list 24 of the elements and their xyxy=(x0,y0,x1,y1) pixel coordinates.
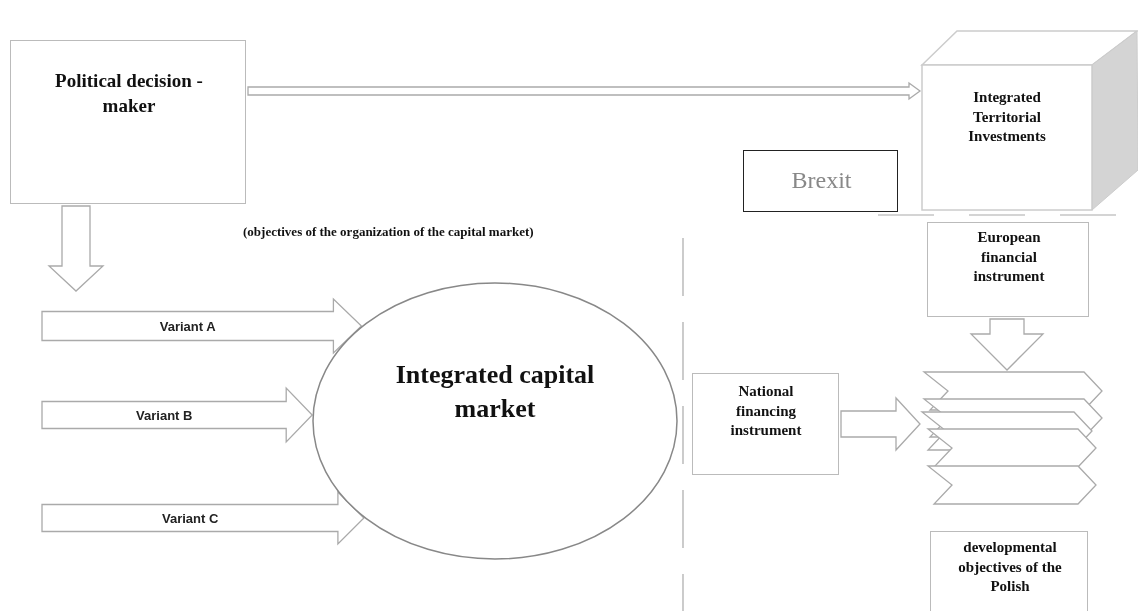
block-arrow xyxy=(41,490,365,546)
node-label: developmental objectives of the Polish xyxy=(957,538,1063,596)
block-arrow xyxy=(41,386,314,444)
actor-box xyxy=(10,40,246,204)
block-arrow xyxy=(41,297,363,355)
note-text: (objectives of the organization of the capital market) xyxy=(243,224,534,240)
edge-label: Variant C xyxy=(161,510,219,526)
brexit-box xyxy=(743,150,898,212)
block-arrow xyxy=(969,318,1045,371)
chevron-stack xyxy=(922,372,1104,506)
block-arrow xyxy=(840,396,921,452)
node-label: European financial instrument xyxy=(972,228,1046,286)
objectives-box xyxy=(930,531,1088,611)
node-label: National financing instrument xyxy=(729,382,803,440)
node-label: Integrated capital market xyxy=(394,359,596,425)
instrument-box xyxy=(692,373,839,475)
market-ellipse xyxy=(312,282,678,560)
edge-label: Variant B xyxy=(136,407,193,423)
block-arrow xyxy=(47,205,105,292)
instrument-box xyxy=(927,222,1089,317)
node-title: Brexit xyxy=(790,166,853,195)
edge-label: Variant A xyxy=(159,318,216,334)
block-arrow xyxy=(247,81,922,101)
node-label: Political decision - maker xyxy=(54,69,204,118)
